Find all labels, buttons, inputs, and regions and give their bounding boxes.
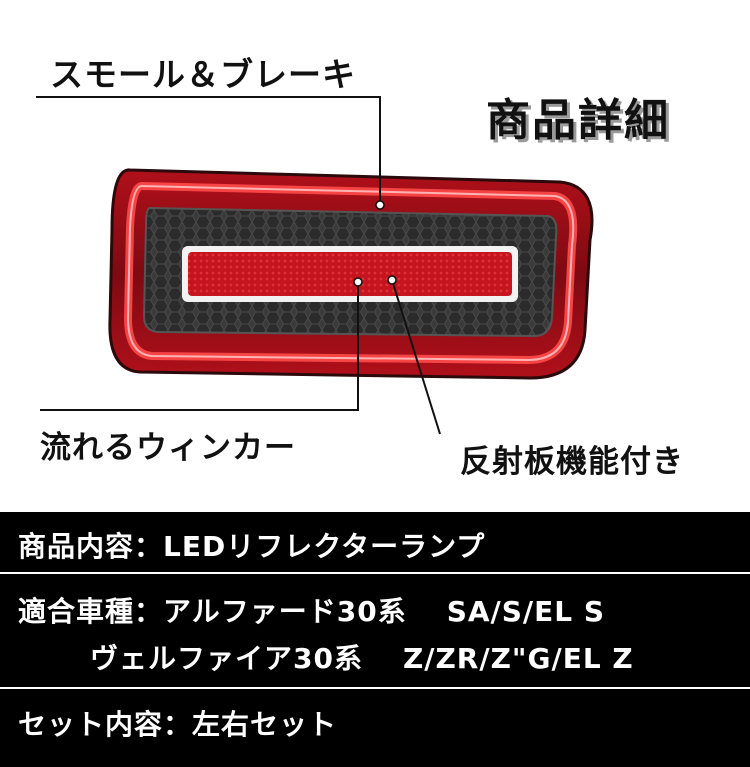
callout-flowing-winker: 流れるウィンカー bbox=[40, 430, 296, 466]
fit-row-2: ヴェルファイア30系 Z/ZR/Z"G/EL Z bbox=[90, 637, 634, 677]
set-label: セット内容： bbox=[18, 708, 193, 741]
divider bbox=[0, 687, 750, 689]
fit-label: 適合車種： bbox=[18, 595, 164, 628]
page-title: 商品詳細 bbox=[486, 95, 670, 146]
leader-reflector bbox=[391, 279, 441, 435]
leader-small-brake bbox=[36, 96, 381, 205]
callout-small-brake: スモール＆ブレーキ bbox=[50, 55, 356, 94]
details-band bbox=[0, 512, 750, 767]
fit-model-2: ヴェルファイア30系 bbox=[90, 642, 363, 675]
callout-reflector: 反射板機能付き bbox=[460, 444, 684, 480]
set-value: 左右セット bbox=[192, 708, 338, 741]
divider bbox=[0, 572, 750, 574]
callout-dot bbox=[353, 277, 363, 287]
fit-row: 適合車種：アルファード30系 SA/S/EL S bbox=[18, 590, 605, 630]
callout-dot bbox=[387, 275, 397, 285]
product-value: LEDリフレクターランプ bbox=[163, 530, 486, 563]
callout-dot bbox=[375, 200, 385, 210]
product-label: 商品内容： bbox=[18, 530, 164, 563]
lamp-image bbox=[36, 96, 594, 435]
fit-grades-2: Z/ZR/Z"G/EL Z bbox=[402, 642, 634, 675]
set-row: セット内容：左右セット bbox=[18, 703, 337, 743]
leader-winker bbox=[40, 282, 359, 411]
product-row: 商品内容：LEDリフレクターランプ bbox=[18, 525, 485, 565]
fit-grades-1: SA/S/EL S bbox=[446, 595, 606, 628]
fit-model-1: アルファード30系 bbox=[163, 595, 407, 628]
